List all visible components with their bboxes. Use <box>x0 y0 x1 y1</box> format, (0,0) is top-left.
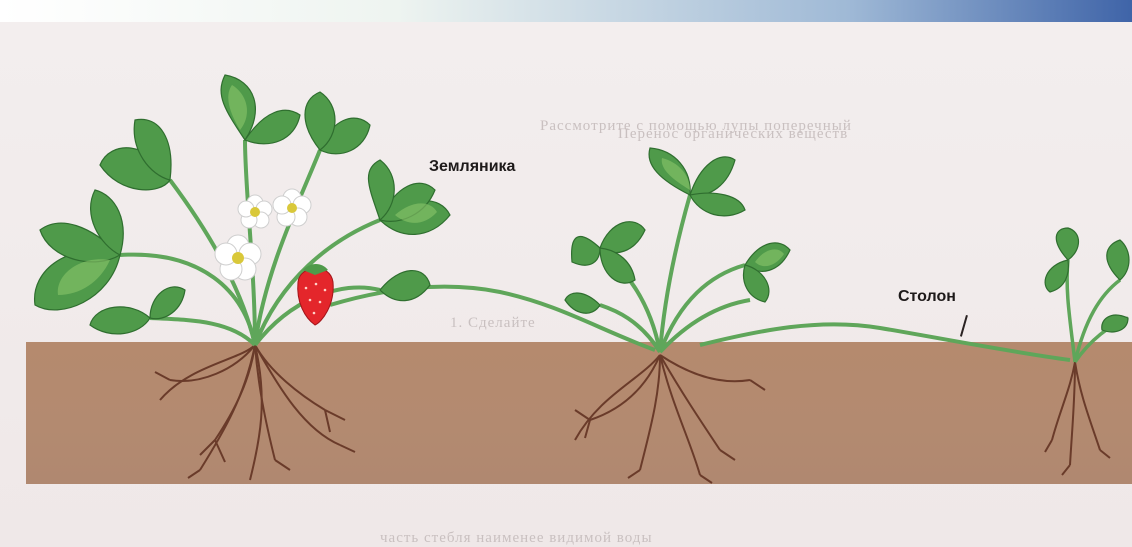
roots-daughter-plant <box>575 355 765 483</box>
young-plant <box>1045 228 1129 362</box>
strawberry-fruit <box>298 264 333 325</box>
stolon-label: Столон <box>898 288 956 306</box>
stolon-runner <box>330 287 655 350</box>
daughter-plant <box>565 148 790 352</box>
mother-plant <box>35 75 450 345</box>
roots-mother-plant <box>155 345 355 480</box>
plant-name-label: Земляника <box>429 158 515 176</box>
flower <box>215 189 311 280</box>
stolon-runner <box>700 324 1070 360</box>
roots-young-plant <box>1045 362 1110 475</box>
